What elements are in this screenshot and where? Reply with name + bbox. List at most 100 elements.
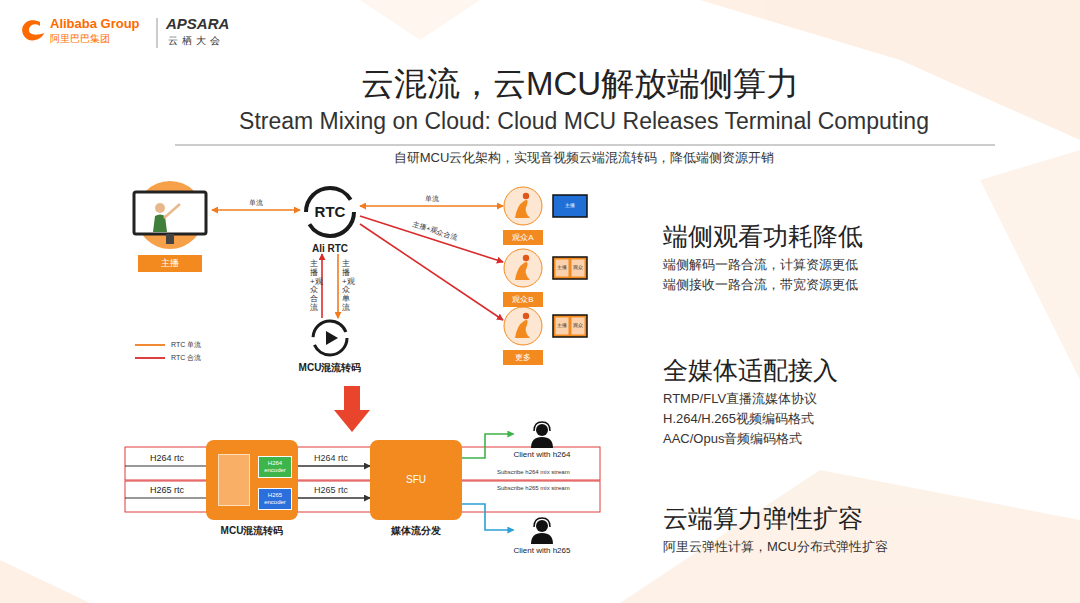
node-icon — [128, 178, 212, 252]
node-icon — [503, 306, 543, 346]
logo-text: 云栖大会 — [168, 35, 224, 47]
ring-wrap — [310, 318, 350, 358]
connector — [292, 465, 370, 467]
edge-label: 单流 — [248, 198, 264, 208]
edge-label: 主播+观众合流 — [310, 259, 318, 314]
stream-label: H265 rtc — [150, 485, 184, 495]
h264-path-outline — [125, 447, 600, 480]
feature-heading: 云端算力弹性扩容 — [663, 504, 863, 533]
legend-line-sample — [135, 355, 165, 361]
connector — [462, 434, 514, 458]
alibaba-logo-mark — [22, 20, 44, 40]
viewer-node: 观众A — [503, 186, 543, 245]
slide-note: 自研MCU云化架构，实现音视频云端混流转码，降低端侧资源开销 — [394, 151, 775, 166]
connector — [337, 254, 339, 318]
legend-row: RTC 合流 — [135, 351, 201, 364]
node-label: 更多 — [503, 350, 543, 365]
viewer-figure — [515, 200, 530, 218]
logo-text: Alibaba Group — [50, 17, 140, 32]
viewer-backdrop — [504, 187, 542, 225]
edge-label: 单流 — [424, 194, 440, 204]
viewer-node: 观众B — [503, 248, 543, 307]
box-text: SFU — [370, 440, 462, 520]
feature-text: RTMP/FLV直播流媒体协议 — [663, 392, 817, 407]
feature-text: AAC/Opus音频编码格式 — [663, 432, 802, 447]
slide-subtitle: Stream Mixing on Cloud: Cloud MCU Releas… — [239, 108, 929, 134]
screen-text: 观众 — [573, 323, 583, 329]
edge-label: 主播+观众单流 — [342, 259, 350, 314]
monitor-stand — [166, 234, 174, 244]
stream-label: H264 rtc — [150, 453, 184, 463]
ring-icon — [310, 318, 350, 358]
feature-heading: 全媒体适配接入 — [663, 356, 838, 385]
mcu-ring — [313, 321, 347, 355]
edge-label: 主播+观众合流 — [410, 219, 459, 243]
headset — [534, 422, 550, 431]
presenter-arm — [164, 204, 180, 218]
feature-heading: 端侧观看功耗降低 — [663, 222, 863, 251]
node-caption: MCU混流转码 — [299, 361, 362, 375]
monitor — [134, 192, 206, 234]
legend-line-sample — [135, 342, 165, 348]
encoder-box: H264 encoder — [258, 456, 292, 478]
feature-text: H.264/H.265视频编码格式 — [663, 412, 814, 427]
screen-pane — [556, 260, 569, 277]
encoder-text: H265 encoder — [260, 492, 290, 505]
feature-text: 端侧接收一路合流，带宽资源更低 — [663, 278, 858, 293]
screen-icon — [553, 257, 587, 279]
logo-divider — [157, 18, 158, 48]
mcu-node: MCU混流转码 — [299, 318, 362, 375]
decor-shape — [360, 0, 480, 40]
node-caption: 媒体流分发 — [391, 524, 441, 538]
viewer-backdrop — [504, 249, 542, 287]
screen-icon — [553, 195, 587, 217]
node-caption: Ali RTC — [300, 243, 360, 254]
screen-pane — [556, 318, 569, 335]
viewer-head — [523, 255, 529, 261]
client-icon — [528, 516, 556, 544]
legend: RTC 单流 RTC 合流 — [135, 338, 201, 364]
headset — [534, 518, 550, 527]
title-rule — [175, 145, 995, 146]
screen-pane — [572, 260, 585, 277]
viewer-backdrop — [504, 307, 542, 345]
viewer-screens — [553, 195, 587, 337]
viewer-head — [523, 313, 529, 319]
connector — [462, 504, 514, 530]
anchor-node: 主播 — [128, 178, 212, 272]
slide-title: 云混流，云MCU解放端侧算力 — [361, 62, 799, 107]
screen-text: 观众 — [573, 265, 583, 271]
node-label: 观众A — [503, 230, 543, 245]
node-label: 观众B — [503, 292, 543, 307]
client-node: Client with h264 — [514, 420, 571, 459]
client-icon — [528, 420, 556, 448]
connector — [292, 497, 370, 499]
node-caption: Client with h265 — [514, 546, 571, 555]
connector — [321, 254, 323, 318]
client-node: Client with h265 — [514, 516, 571, 555]
viewer-head — [523, 193, 529, 199]
screen-pane — [572, 318, 585, 335]
legend-text: RTC 合流 — [171, 353, 201, 363]
legend-text: RTC 单流 — [171, 340, 201, 350]
rtc-node: RTC Ali RTC — [300, 184, 360, 254]
client-head — [536, 424, 548, 436]
viewer-figure — [515, 262, 530, 280]
presenter-head — [155, 203, 165, 213]
screen-text: 主播 — [557, 323, 567, 329]
node-label: 主播 — [138, 255, 202, 272]
client-body — [531, 533, 553, 544]
feature-text: 阿里云弹性计算，MCU分布式弹性扩容 — [663, 540, 888, 555]
mcu-box: MCU混流转码H264 encoderH265 encoder — [206, 440, 298, 520]
node-caption: Client with h264 — [514, 450, 571, 459]
legend-row: RTC 单流 — [135, 338, 201, 351]
logo-text: APSARA — [166, 15, 229, 32]
sfu-box: SFU媒体流分发 — [370, 440, 462, 520]
ring-text: RTC — [302, 184, 358, 240]
feature-text: 端侧解码一路合流，计算资源更低 — [663, 258, 858, 273]
edge-label: H264 rtc — [313, 453, 349, 463]
input-stream-wire — [125, 497, 206, 498]
input-stream-wire — [125, 465, 206, 466]
ring-wrap: RTC — [302, 184, 358, 240]
